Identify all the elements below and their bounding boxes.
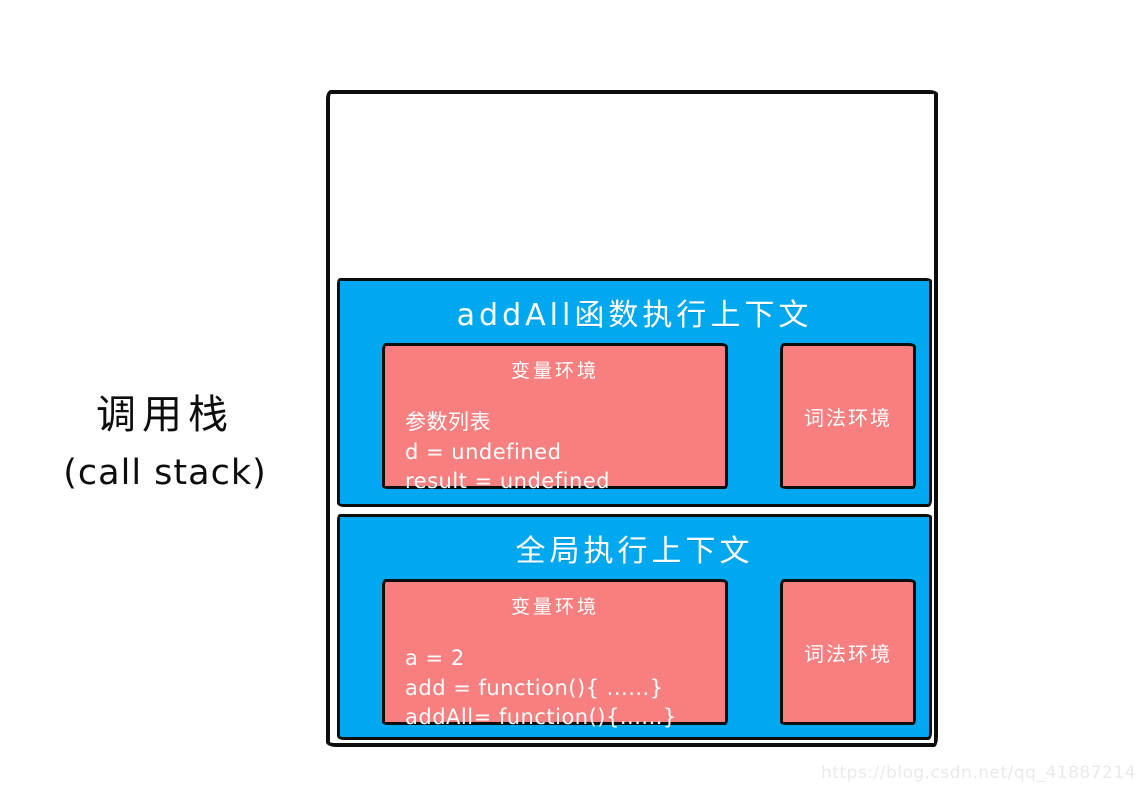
variable-environment-lines: 参数列表 d = undefined result = undefined	[405, 408, 725, 497]
lexical-environment-title: 词法环境	[804, 405, 892, 430]
variable-environment-title: 变量环境	[510, 596, 599, 618]
call-stack-label-zh: 调用栈	[96, 392, 234, 438]
lexical-environment-global: 词法环境	[780, 579, 916, 725]
call-stack-container: addAll函数执行上下文 变量环境 参数列表 d = undefined re…	[326, 90, 938, 747]
variable-environment-addall: 变量环境 参数列表 d = undefined result = undefin…	[382, 343, 728, 493]
environment-row: 变量环境 参数列表 d = undefined result = undefin…	[382, 343, 916, 493]
execution-context-global: 全局执行上下文 变量环境 a = 2 add = function(){ ...…	[337, 514, 932, 740]
variable-environment-title: 变量环境	[510, 360, 599, 382]
variable-line: result = undefined	[405, 469, 611, 493]
variable-environment-lines: a = 2 add = function(){ ......} addAll= …	[405, 644, 725, 733]
lexical-environment-title: 词法环境	[804, 641, 892, 666]
lexical-environment-addall: 词法环境	[780, 343, 916, 489]
variable-line: a = 2	[405, 646, 465, 670]
variable-line: add = function(){ ......}	[405, 675, 664, 700]
variable-environment-global: 变量环境 a = 2 add = function(){ ......} add…	[382, 579, 728, 729]
variable-line: 参数列表	[405, 410, 491, 434]
execution-context-addall-title: addAll函数执行上下文	[456, 298, 813, 333]
execution-context-global-title: 全局执行上下文	[515, 534, 754, 569]
environment-row: 变量环境 a = 2 add = function(){ ......} add…	[382, 579, 916, 729]
execution-context-addall: addAll函数执行上下文 变量环境 参数列表 d = undefined re…	[337, 278, 932, 507]
call-stack-label-en: (call stack)	[63, 453, 267, 493]
variable-line: addAll= function(){......}	[405, 705, 677, 729]
variable-line: d = undefined	[405, 439, 562, 464]
watermark-text: https://blog.csdn.net/qq_41887214	[821, 763, 1136, 783]
call-stack-label: 调用栈 (call stack)	[35, 384, 295, 500]
